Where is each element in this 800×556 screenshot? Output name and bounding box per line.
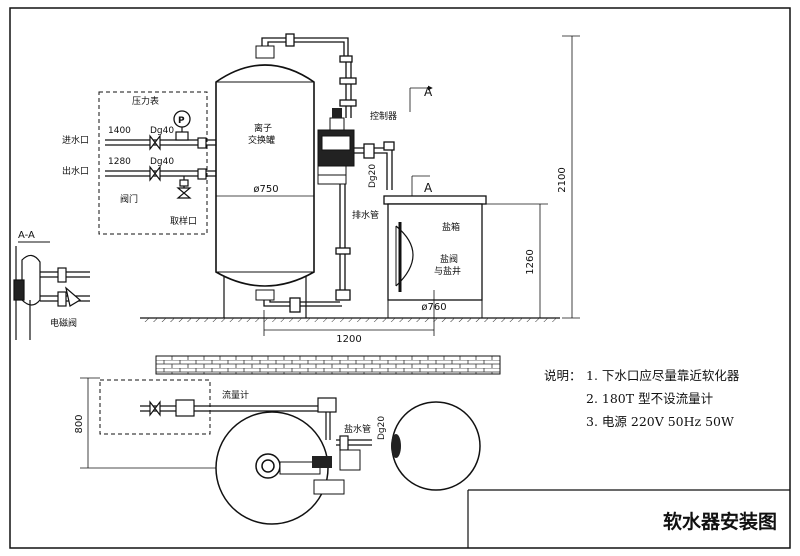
drawing-title: 软水器安装图 [663, 510, 777, 533]
wall-brick [155, 355, 501, 375]
dim-tank-diameter: ø750 [253, 184, 278, 195]
plan-view: 800 流量计 盐水管 Dg20 [74, 355, 501, 525]
label-dg-in: Dg40 [150, 126, 174, 136]
label-tank-line1: 离子 [254, 122, 272, 134]
label-controller: 控制器 [370, 110, 397, 122]
dim-width-spacing: 1200 [336, 334, 361, 345]
note-item-1: 1. 下水口应尽量靠近软化器 [586, 368, 740, 383]
plan-brine-tank [391, 401, 481, 491]
notes: 说明： 1. 下水口应尽量靠近软化器 2. 180T 型不设流量计 3. 电源 … [544, 368, 740, 429]
label-solenoid-valve: 电磁阀 [50, 317, 77, 329]
plan-valve-box [99, 379, 211, 435]
pressure-gauge-icon [173, 110, 191, 128]
top-pipe [261, 33, 357, 118]
elevation-view: 2100 1260 1200 ø750 ø760 A A 压力表 P 进水口 出… [62, 33, 580, 345]
dim-brine-diameter: ø760 [421, 302, 446, 313]
sheet-border [9, 7, 791, 549]
label-brine-pipe: 盐水管 [344, 423, 371, 435]
bottom-pipe [263, 297, 342, 313]
label-valve: 阀门 [120, 193, 138, 205]
title-block: 软水器安装图 [467, 489, 790, 548]
label-inlet: 进水口 [62, 134, 89, 146]
dim-height-brine: 1260 [525, 249, 536, 274]
drain-pipe [335, 141, 395, 301]
note-item-3: 3. 电源 220V 50Hz 50W [586, 414, 734, 429]
ion-exchange-tank [215, 45, 315, 318]
label-sample-port: 取样口 [170, 215, 197, 227]
inlet-outlet-pipes [105, 126, 216, 199]
note-item-2: 2. 180T 型不设流量计 [586, 391, 713, 406]
label-brine-valve-1: 盐阀 [440, 253, 458, 265]
label-brine-box: 盐箱 [442, 221, 460, 233]
label-outlet-height: 1280 [108, 157, 131, 167]
section-aa-title: A-A [18, 230, 35, 241]
controller [317, 108, 355, 185]
label-inlet-height: 1400 [108, 126, 131, 136]
label-drain-pipe: 排水管 [352, 209, 379, 221]
label-brine-dg: Dg20 [377, 416, 387, 440]
section-aa-view: A-A 电磁阀 [13, 230, 90, 340]
plan-piping [140, 397, 372, 451]
label-tank-line2: 交换罐 [248, 134, 275, 146]
label-dg-out: Dg40 [150, 157, 174, 167]
dim-height-total: 2100 [557, 167, 568, 192]
label-gauge-symbol: P [178, 116, 185, 126]
label-flow-meter: 流量计 [222, 389, 249, 401]
label-pressure-gauge: 压力表 [132, 95, 159, 107]
ground-hatch [140, 318, 560, 322]
section-marker-top: A [424, 85, 433, 99]
section-marker-bottom: A [424, 181, 433, 195]
valve-group-box [98, 91, 208, 235]
brine-box [383, 195, 487, 318]
label-outlet: 出水口 [62, 165, 89, 177]
dim-depth: 800 [74, 414, 85, 433]
dimension-lines [216, 35, 580, 336]
label-drain-dg: Dg20 [368, 164, 378, 188]
notes-heading: 说明： [544, 368, 582, 383]
label-brine-valve-2: 与盐井 [434, 265, 461, 277]
